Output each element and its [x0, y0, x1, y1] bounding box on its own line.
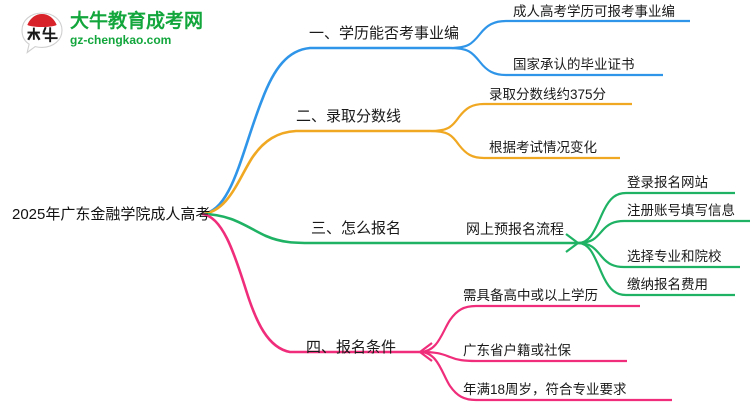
leaf-node-1-1-label[interactable]: 成人高考学历可报考事业编: [513, 4, 675, 19]
branch-node-4-label[interactable]: 四、报名条件: [306, 339, 397, 356]
connector-branch-2-to-leaf-1: [429, 102, 632, 133]
leaf-node-2-2-label[interactable]: 根据考试情况变化: [489, 140, 597, 155]
connector-branch-4-to-leaf-2: [419, 350, 627, 363]
root-node-label[interactable]: 2025年广东金融学院成人高考: [12, 206, 211, 223]
connector-branch-4-to-leaf-3: [419, 350, 672, 402]
site-logo[interactable]: 大牛教育成考网 gz-chengkao.com: [20, 8, 230, 58]
leaf-node-1-2-label[interactable]: 国家承认的毕业证书: [513, 57, 635, 72]
leaf-node-3-1-4-label[interactable]: 缴纳报名费用: [627, 277, 708, 292]
connector-sub-3-to-leaf-4: [577, 241, 735, 297]
connector-root-to-branch-4: [201, 212, 420, 354]
leaf-node-3-1-1-label[interactable]: 登录报名网站: [627, 175, 708, 190]
connector-root-to-branch-1: [201, 46, 450, 216]
leaf-node-4-1-label[interactable]: 需具备高中或以上学历: [463, 288, 598, 303]
connector-branch-1-to-leaf-1: [449, 19, 690, 50]
logo-title: 大牛教育成考网: [70, 11, 204, 32]
connector-root-to-branch-2: [201, 129, 430, 216]
branch-node-3-label[interactable]: 三、怎么报名: [311, 220, 402, 237]
branch-node-2-label[interactable]: 二、录取分数线: [296, 108, 402, 125]
logo-text-block: 大牛教育成考网 gz-chengkao.com: [70, 10, 230, 48]
leaf-node-2-1-label[interactable]: 录取分数线约375分: [489, 87, 607, 102]
connector-sub-3-to-leaf-1: [577, 191, 735, 245]
leaf-node-4-2-label[interactable]: 广东省户籍或社保: [463, 343, 571, 358]
connector-sub-3-to-leaf-3: [577, 241, 740, 269]
branch-node-1-label[interactable]: 一、学历能否考事业编: [309, 25, 460, 42]
connector-branch-4-to-leaf-1: [419, 304, 640, 354]
leaf-node-3-1-3-label[interactable]: 选择专业和院校: [627, 249, 722, 264]
daniu-logo-icon: [21, 12, 63, 54]
leaf-node-3-1-2-label[interactable]: 注册账号填写信息: [627, 203, 735, 218]
connector-branch-1-to-leaf-2: [449, 46, 663, 77]
leaf-node-4-3-label[interactable]: 年满18周岁，符合专业要求: [463, 382, 627, 397]
connector-branch-2-to-leaf-2: [429, 129, 620, 160]
logo-subtitle: gz-chengkao.com: [70, 33, 172, 47]
connector-root-to-branch-3: [201, 212, 578, 245]
sub-node-3-1-label[interactable]: 网上预报名流程: [466, 221, 564, 237]
connector-sub-3-to-leaf-2: [577, 219, 750, 245]
